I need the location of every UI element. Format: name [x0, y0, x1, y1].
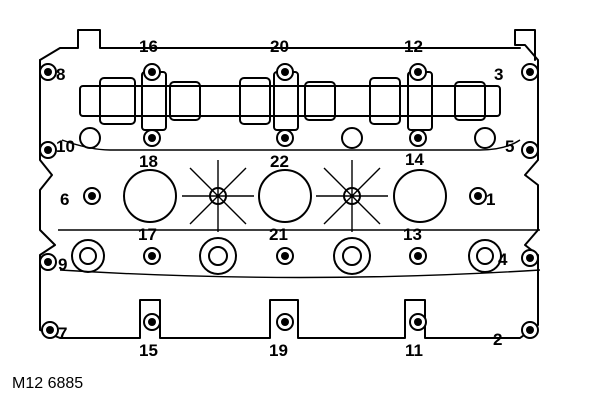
bolt-label-5: 5 [505, 137, 514, 156]
bolt-label-19: 19 [269, 341, 288, 360]
plug-wells [71, 127, 502, 275]
bolt-label-20: 20 [270, 37, 289, 56]
bolt-label-7: 7 [58, 324, 67, 343]
bolt-head [409, 313, 427, 331]
bolt-label-15: 15 [139, 341, 158, 360]
bolt-label-1: 1 [486, 190, 495, 209]
bolt-label-14: 14 [405, 150, 424, 169]
bolt-head [276, 129, 294, 147]
bolt-head [469, 187, 487, 205]
ribs [182, 160, 388, 232]
bolt-head [276, 313, 294, 331]
bolt-label-18: 18 [139, 152, 158, 171]
bolt-head [39, 141, 57, 159]
bolt-label-8: 8 [56, 65, 65, 84]
bolt-head [276, 247, 294, 265]
bolt-head [521, 249, 539, 267]
bolt-label-2: 2 [493, 330, 502, 349]
bolt-label-9: 9 [58, 255, 67, 274]
bolt-label-17: 17 [138, 225, 157, 244]
bolt-label-3: 3 [494, 65, 503, 84]
bolt-head [409, 63, 427, 81]
bolt-label-21: 21 [269, 225, 288, 244]
bolt-label-13: 13 [403, 225, 422, 244]
bolt-label-10: 10 [56, 137, 75, 156]
bolts [39, 63, 539, 339]
bolt-head [276, 63, 294, 81]
bolt-head [143, 247, 161, 265]
bolt-label-6: 6 [60, 190, 69, 209]
bolt-head [409, 247, 427, 265]
bolt-head [521, 321, 539, 339]
bolt-head [143, 129, 161, 147]
bolt-head [409, 129, 427, 147]
bolt-head [83, 187, 101, 205]
bolt-head [521, 141, 539, 159]
bolt-head [39, 63, 57, 81]
cylinder-bores [123, 169, 447, 223]
camshaft [79, 71, 501, 131]
bolt-label-12: 12 [404, 37, 423, 56]
bolt-head [521, 63, 539, 81]
bolt-label-4: 4 [498, 250, 508, 269]
bolt-head [143, 63, 161, 81]
head-outline [39, 29, 541, 339]
bolt-label-16: 16 [139, 37, 158, 56]
bolt-number-labels: 1 2 3 4 5 6 7 8 9 10 11 12 13 14 15 16 1… [56, 37, 514, 360]
figure-caption: M12 6885 [12, 375, 83, 392]
bolt-label-22: 22 [270, 152, 289, 171]
bolt-label-11: 11 [405, 341, 423, 360]
bolt-head [41, 321, 59, 339]
bolt-head [39, 253, 57, 271]
bolt-head [143, 313, 161, 331]
